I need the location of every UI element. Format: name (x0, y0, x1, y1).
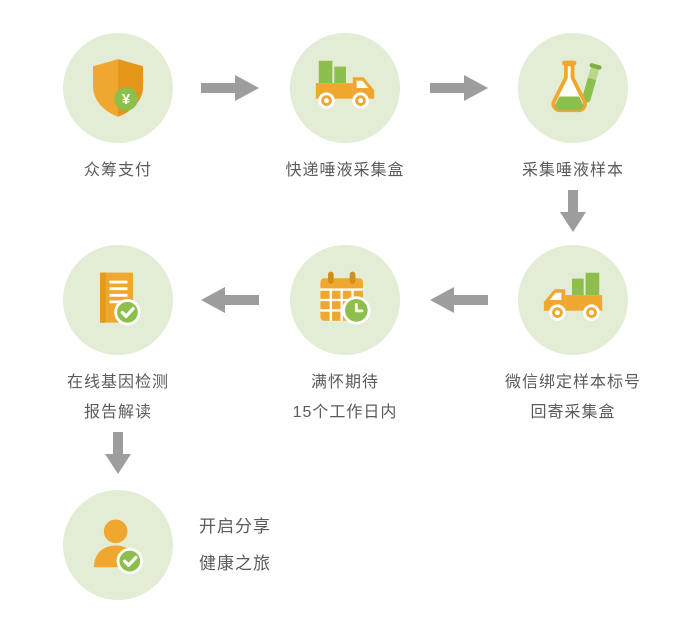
arrow-right-icon (430, 75, 488, 101)
step-label-line: 快递唾液采集盒 (285, 162, 405, 179)
yen-badge-text: ¥ (122, 91, 131, 108)
step-label-line: 15个工作日内 (292, 404, 398, 421)
arrow-left-icon (201, 287, 259, 313)
arrow-down-icon (105, 432, 131, 474)
step-label: 满怀期待 15个工作日内 (293, 368, 398, 428)
step-label-line: 微信绑定样本标号 (504, 374, 641, 391)
step-label-line: 在线基因检测 (66, 374, 169, 391)
step-bind-and-return-kit: 微信绑定样本标号 回寄采集盒 (458, 245, 688, 428)
step-circle (290, 245, 400, 355)
step-mail-collection-kit: 快递唾液采集盒 (230, 33, 460, 186)
step-label-line: 回寄采集盒 (530, 404, 616, 421)
step-label-line: 报告解读 (83, 404, 152, 421)
step-label-line: 健康之旅 (199, 554, 271, 573)
step-label: 在线基因检测 报告解读 (67, 368, 169, 428)
step-circle (290, 33, 400, 143)
step-label-line: 采集唾液样本 (521, 162, 624, 179)
step-waiting-period: 满怀期待 15个工作日内 (230, 245, 460, 428)
step-label: 采集唾液样本 (522, 156, 624, 186)
flask-test-tube-icon (551, 60, 602, 113)
shield-yen-icon: ¥ (92, 59, 144, 117)
document-check-icon (100, 272, 141, 326)
step-label-line: 开启分享 (199, 517, 271, 536)
step-circle (518, 33, 628, 143)
step-circle (63, 490, 173, 600)
step-online-report: 在线基因检测 报告解读 (3, 245, 233, 428)
step-circle (63, 245, 173, 355)
arrow-right-icon (201, 75, 259, 101)
step-crowdfund-payment: ¥ 众筹支付 (3, 33, 233, 186)
step-circle (518, 245, 628, 355)
arrow-down-icon (560, 190, 586, 232)
step-collect-saliva: 采集唾液样本 (458, 33, 688, 186)
step-label-line: 满怀期待 (310, 374, 379, 391)
arrow-left-icon (430, 287, 488, 313)
person-check-icon (93, 519, 144, 575)
step-label-line: 众筹支付 (83, 162, 152, 179)
step-label: 众筹支付 (84, 156, 152, 186)
return-truck-icon (543, 272, 603, 321)
calendar-clock-icon (320, 271, 371, 325)
step-share-journey: 开启分享 健康之旅 (63, 490, 271, 600)
step-circle: ¥ (63, 33, 173, 143)
step-label: 快递唾液采集盒 (285, 156, 404, 186)
delivery-truck-icon (315, 60, 375, 109)
step-label: 微信绑定样本标号 回寄采集盒 (505, 368, 641, 428)
step-label: 开启分享 健康之旅 (199, 508, 271, 582)
